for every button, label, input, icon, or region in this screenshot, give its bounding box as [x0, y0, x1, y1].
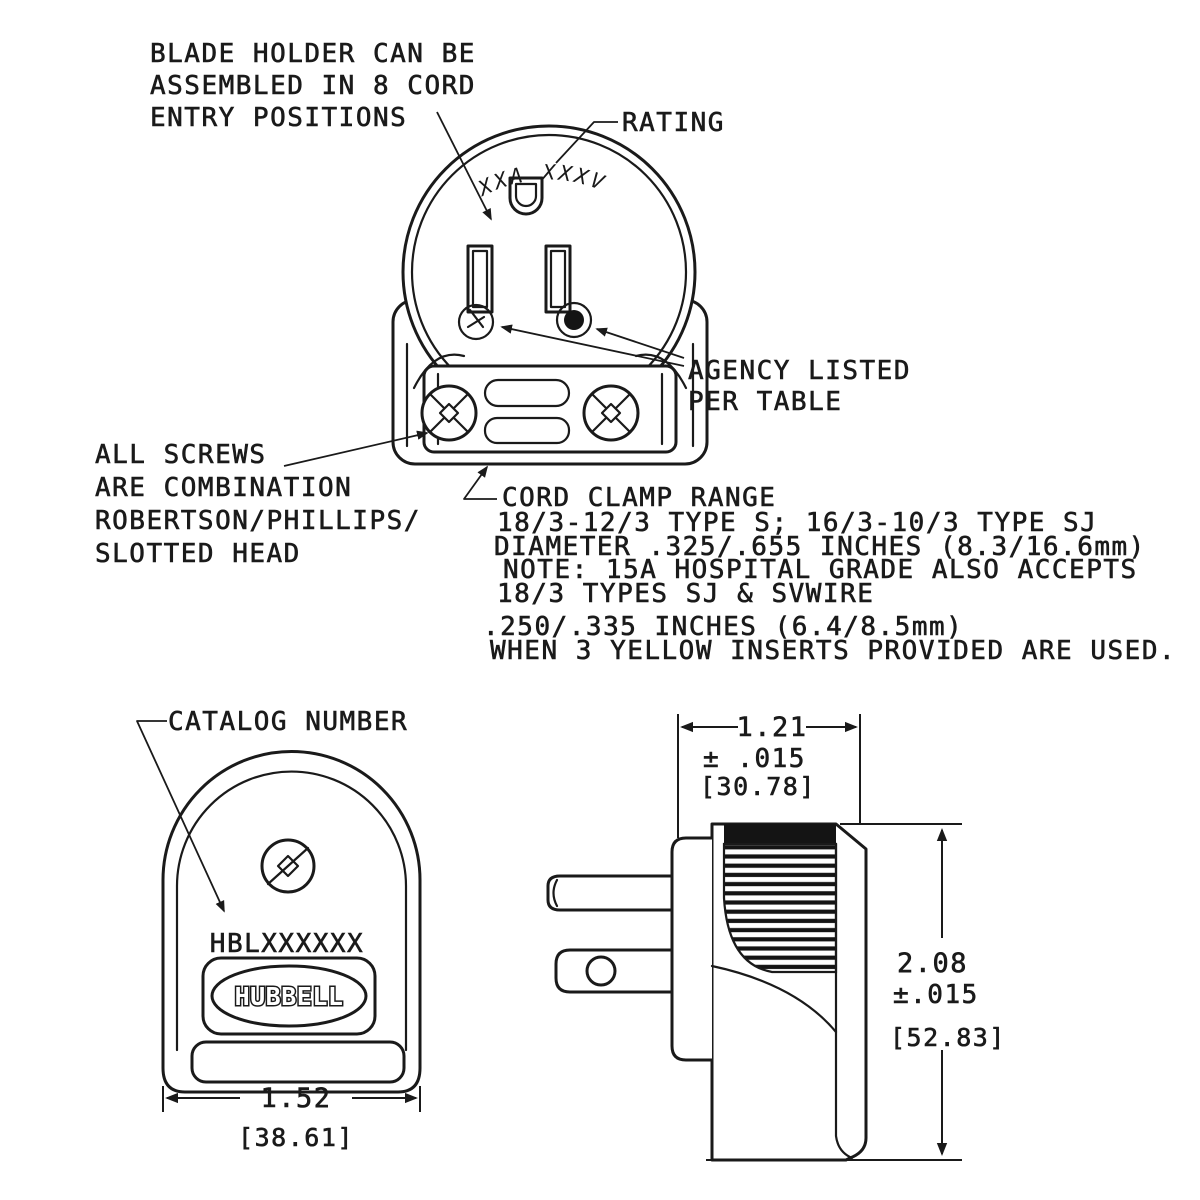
front-face-view: XXA XXXV — [95, 39, 1176, 667]
side-face-holder — [670, 836, 712, 1062]
blade-slot-left — [466, 244, 494, 314]
svg-text:ALL SCREWS: ALL SCREWS — [95, 440, 267, 470]
catalog-leader — [136, 720, 225, 913]
back-body-inner-outline — [175, 770, 408, 1052]
svg-text:RATING: RATING — [622, 108, 725, 138]
svg-text:PER TABLE: PER TABLE — [688, 387, 842, 417]
svg-text:BLADE HOLDER CAN BE: BLADE HOLDER CAN BE — [150, 39, 476, 69]
dim-metric: [52.83] — [890, 1023, 1006, 1052]
catalog-number-label: CATALOG NUMBER — [136, 707, 408, 913]
svg-text:ASSEMBLED IN 8 CORD: ASSEMBLED IN 8 CORD — [150, 71, 476, 101]
power-blade — [546, 874, 678, 912]
clamp-screw-right — [582, 384, 640, 442]
back-width-dimension: 1.52 [38.61] — [162, 1083, 421, 1152]
side-body-inner-line — [834, 842, 854, 1160]
rating-label: RATING — [555, 108, 725, 164]
cord-grip-ribs — [722, 842, 838, 974]
side-body-parting-line — [710, 964, 838, 1034]
clamp-slot-upper — [483, 378, 571, 408]
body-wing-left — [412, 353, 466, 390]
all-screws-leader — [283, 430, 429, 467]
hubbell-logo-text: HUBBELL — [235, 982, 344, 1011]
dim-tolerance: ± .015 — [703, 744, 806, 774]
svg-text:ROBERTSON/PHILLIPS/: ROBERTSON/PHILLIPS/ — [95, 506, 421, 536]
ground-blade-hole — [585, 955, 617, 987]
all-screws-note: ALL SCREWS ARE COMBINATION ROBERTSON/PHI… — [95, 430, 429, 569]
back-screw — [260, 838, 316, 894]
svg-text:AGENCY LISTED: AGENCY LISTED — [688, 356, 911, 386]
body-wing-right — [634, 353, 688, 390]
svg-text:.250/.335 INCHES (6.4/8.5mm): .250/.335 INCHES (6.4/8.5mm) — [483, 612, 963, 642]
clamp-screw-left — [420, 384, 478, 442]
back-view: HBLXXXXXX HUBBELL CATALOG NUMBER 1.52 [3… — [136, 707, 422, 1152]
svg-text:SLOTTED HEAD: SLOTTED HEAD — [95, 539, 301, 569]
cord-clamp-leader — [463, 465, 497, 500]
logo-ellipse — [210, 964, 368, 1028]
agency-note: AGENCY LISTED PER TABLE — [500, 324, 911, 417]
blade-slot-left-inner — [471, 249, 489, 309]
svg-text:18/3-12/3 TYPE S; 16/3-10/3 TY: 18/3-12/3 TYPE S; 16/3-10/3 TYPE SJ — [497, 508, 1097, 538]
agency-leader-right-screw — [595, 327, 685, 359]
cord-grip-band — [724, 824, 836, 844]
svg-text:18/3 TYPES SJ & SVWIRE: 18/3 TYPES SJ & SVWIRE — [497, 579, 874, 609]
ground-slot-inner — [514, 182, 538, 208]
clamp-slot-lower — [483, 416, 571, 445]
dim-metric: [30.78] — [700, 772, 816, 801]
svg-text:CATALOG NUMBER: CATALOG NUMBER — [168, 707, 408, 737]
svg-text:NOTE: 15A HOSPITAL GRADE ALSO: NOTE: 15A HOSPITAL GRADE ALSO ACCEPTS — [503, 555, 1138, 585]
dim-value: 2.08 — [897, 948, 968, 979]
svg-text:ENTRY POSITIONS: ENTRY POSITIONS — [150, 103, 407, 133]
dim-tolerance: ±.015 — [893, 980, 979, 1010]
side-height-dimension: 2.08 ±.015 [52.83] — [706, 823, 1006, 1161]
face-screw-right — [555, 301, 593, 339]
back-bottom-strap — [190, 1040, 406, 1084]
rating-leader — [555, 121, 618, 164]
side-view: 1.21 ± .015 [30.78] 2.08 ±.015 [52.83] — [546, 712, 1006, 1162]
dim-value: 1.52 — [260, 1083, 331, 1114]
dim-value: 1.21 — [736, 712, 807, 743]
agency-leader-left-screw — [500, 324, 685, 367]
svg-text:CORD CLAMP RANGE: CORD CLAMP RANGE — [502, 483, 776, 513]
ground-slot-outer — [508, 176, 544, 216]
side-width-dimension: 1.21 ± .015 [30.78] — [677, 712, 861, 838]
blade-slot-right-inner — [549, 249, 567, 309]
blade-holder-leader — [436, 111, 492, 221]
svg-text:DIAMETER .325/.655 INCHES (8.3: DIAMETER .325/.655 INCHES (8.3/16.6mm) — [494, 532, 1146, 562]
svg-text:ARE COMBINATION: ARE COMBINATION — [95, 473, 352, 503]
cord-clamp-note: CORD CLAMP RANGE 18/3-12/3 TYPE S; 16/3-… — [463, 465, 1176, 666]
power-blade-tip-mark — [552, 878, 559, 908]
face-screw-left — [457, 303, 495, 341]
svg-text:WHEN 3 YELLOW INSERTS PROVIDED: WHEN 3 YELLOW INSERTS PROVIDED ARE USED. — [490, 636, 1176, 666]
catalog-number-text: HBLXXXXXX — [210, 929, 364, 959]
blade-holder-note: BLADE HOLDER CAN BE ASSEMBLED IN 8 CORD … — [150, 39, 492, 221]
dim-metric: [38.61] — [238, 1123, 354, 1152]
